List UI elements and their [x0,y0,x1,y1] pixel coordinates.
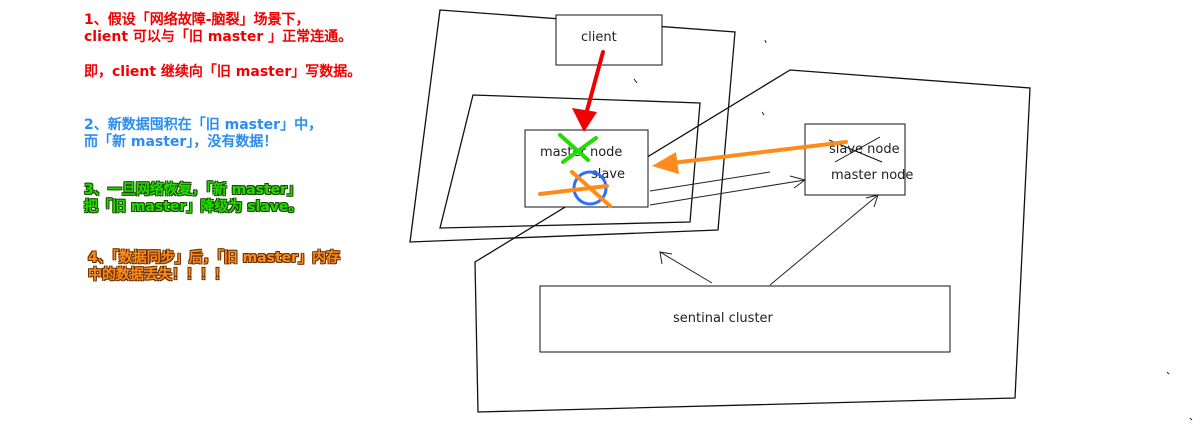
orange-cross-mark [538,170,612,208]
note-4-line-2: 中的数据丢失！！！！ [88,267,228,283]
note-2-line-2: 而「新 master」，没有数据！ [84,134,278,150]
client-label: client [581,30,617,45]
new-slave-label: slave node [829,142,900,157]
note-1-line-2: client 可以与「旧 master 」正常连通。 [84,29,353,45]
sentinel-cluster-label: sentinal cluster [673,311,774,326]
note-4: 4、「数据同步」后，「旧 master」内存 中的数据丢失！！！！ [88,250,340,284]
right-partition-outline [474,69,1031,413]
stray-marks [633,39,1193,421]
old-master-short-arrow [649,171,771,192]
new-master-label: master node [831,168,913,183]
sentinel-to-new-master-arrow [769,194,879,286]
left-inner-partition-outline [439,94,701,229]
old-master-to-new-master-arrow [649,179,806,206]
client-write-arrow [572,50,605,132]
new-master-box [804,123,906,196]
note-1-line-3: 即，client 继续向「旧 master」写数据。 [84,64,362,80]
client-box [555,14,663,66]
note-1: 1、假设「网络故障-脑裂」场景下， client 可以与「旧 master 」正… [84,12,352,46]
sync-orange-arrow [652,140,848,174]
sentinel-to-old-partition-arrow [659,251,713,284]
note-3-line-2: 把「旧 master」降级为 slave。 [84,199,303,215]
note-2-line-1: 2、新数据囤积在「旧 master」中， [84,117,323,133]
old-slave-label: slave [591,167,625,182]
note-4-line-1: 4、「数据同步」后，「旧 master」内存 [88,250,341,266]
note-2: 2、新数据囤积在「旧 master」中， 而「新 master」，没有数据！ [84,117,322,151]
note-3-line-1: 3、一旦网络恢复，「新 master」 [84,182,302,198]
green-cross-mark [558,133,598,164]
note-1b: 即，client 继续向「旧 master」写数据。 [84,64,361,81]
note-1-line-1: 1、假设「网络故障-脑裂」场景下， [84,12,310,28]
note-3: 3、一旦网络恢复，「新 master」 把「旧 master」降级为 slave… [84,182,302,216]
sentinel-cluster-box [539,285,951,353]
thin-arrows [649,171,879,286]
